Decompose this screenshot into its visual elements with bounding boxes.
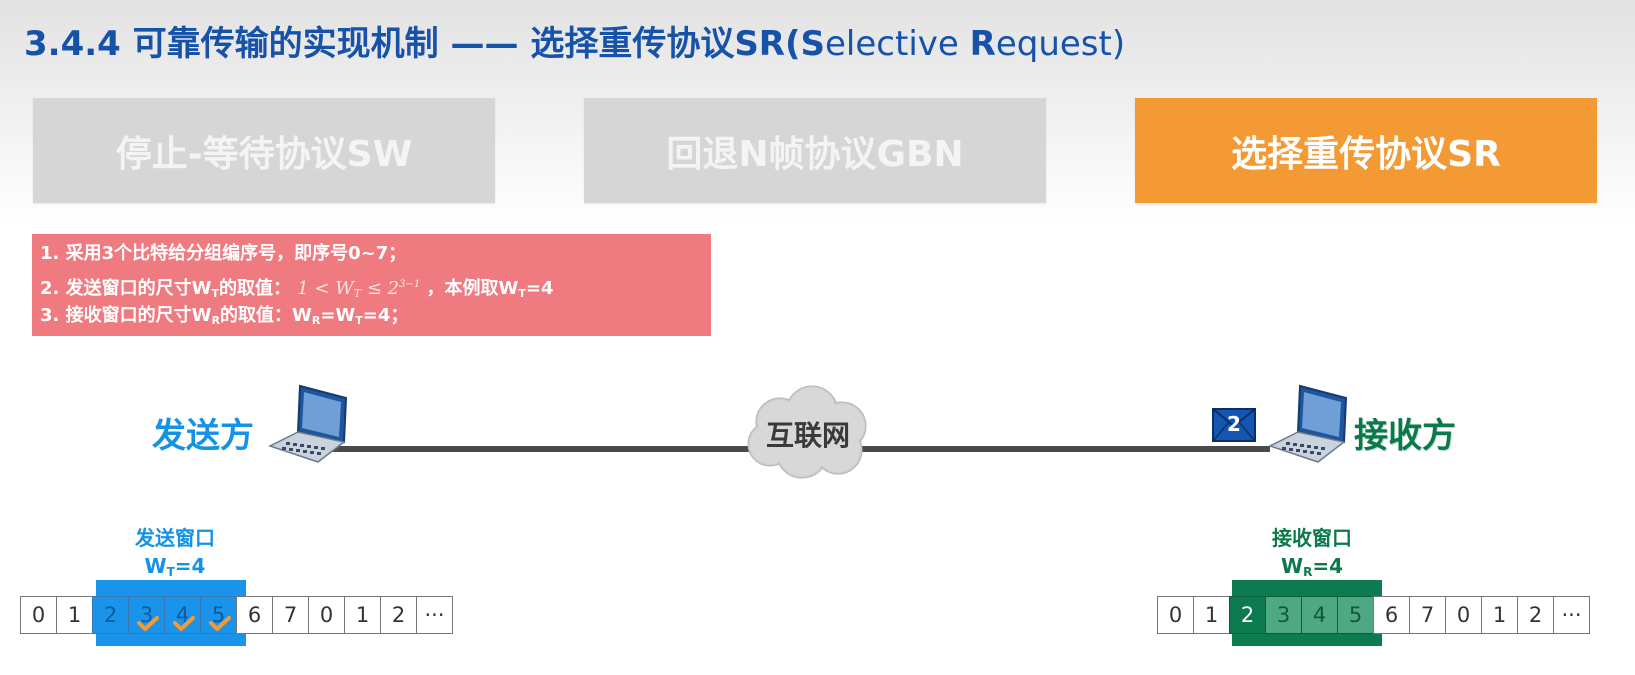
sequence-number: 1	[1492, 603, 1507, 627]
sequence-cell: 3	[1265, 596, 1302, 634]
sequence-cell: 5	[200, 596, 237, 634]
tab-sr-label: 选择重传协议SR	[1231, 133, 1501, 175]
sequence-cell: 0	[20, 596, 57, 634]
sequence-number: 7	[283, 603, 298, 627]
tab-gbn-label: 回退N帧协议GBN	[666, 133, 964, 175]
packet-envelope-icon: 2	[1212, 408, 1256, 442]
tab-gbn[interactable]: 回退N帧协议GBN	[584, 98, 1046, 203]
sequence-cell: ···	[1553, 596, 1590, 634]
sequence-number: 0	[31, 603, 46, 627]
internet-label: 互联网	[765, 419, 850, 452]
send-window-title: 发送窗口	[135, 526, 215, 550]
sequence-number: 0	[1456, 603, 1471, 627]
sequence-number: 0	[1168, 603, 1183, 627]
window-size-formula: 1 < WT ≤ 23−1	[297, 278, 421, 300]
page-title: 3.4.4 可靠传输的实现机制 —— 选择重传协议SR(Selective Re…	[24, 24, 1126, 64]
packet-number: 2	[1227, 412, 1241, 436]
sequence-cell: 7	[1409, 596, 1446, 634]
recv-window-label: 接收窗口 WR=4	[1232, 524, 1392, 586]
sender-label: 发送方	[152, 416, 254, 456]
sequence-cell: 2	[380, 596, 417, 634]
ack-check-icon	[173, 616, 195, 631]
tab-sw[interactable]: 停止-等待协议SW	[33, 98, 495, 203]
sequence-cell: 7	[272, 596, 309, 634]
recv-window-title: 接收窗口	[1272, 526, 1352, 550]
sequence-cell: 4	[164, 596, 201, 634]
sequence-cell: 0	[1157, 596, 1194, 634]
sequence-cell: 6	[1373, 596, 1410, 634]
sequence-number: 7	[1420, 603, 1435, 627]
sequence-number: 2	[1240, 603, 1255, 627]
sequence-number: 1	[1204, 603, 1219, 627]
ack-check-icon	[209, 616, 231, 631]
sequence-cell: 6	[236, 596, 273, 634]
tab-sw-label: 停止-等待协议SW	[115, 133, 413, 175]
sequence-number: 2	[391, 603, 406, 627]
sequence-cell: 0	[1445, 596, 1482, 634]
info-line-2: 2. 发送窗口的尺寸WT的取值： 1 < WT ≤ 23−1 ，本例取WT=4	[40, 278, 554, 300]
sequence-number: 0	[319, 603, 334, 627]
sequence-cell: 3	[128, 596, 165, 634]
sequence-number: 3	[139, 603, 154, 627]
sequence-number: 1	[67, 603, 82, 627]
send-window-label: 发送窗口 WT=4	[95, 524, 255, 586]
sequence-number: 2	[103, 603, 118, 627]
sequence-cell: 4	[1301, 596, 1338, 634]
internet-cloud-icon: 互联网	[740, 382, 876, 484]
sequence-number: ···	[1561, 603, 1582, 627]
sequence-number: 6	[247, 603, 262, 627]
sequence-number: 6	[1384, 603, 1399, 627]
sequence-number: 5	[1348, 603, 1363, 627]
sequence-cell: 1	[1193, 596, 1230, 634]
sequence-number: 2	[1528, 603, 1543, 627]
info-line-3: 3. 接收窗口的尺寸WR的取值：WR=WT=4；	[40, 305, 409, 327]
sequence-cell: 1	[56, 596, 93, 634]
sequence-cell: 2	[1517, 596, 1554, 634]
sequence-number: 4	[175, 603, 190, 627]
receiver-laptop-icon	[1268, 384, 1348, 463]
sequence-number: ···	[424, 603, 445, 627]
recv-window-size: WR=4	[1281, 554, 1343, 579]
ack-check-icon	[137, 616, 159, 631]
sequence-cell: 2	[92, 596, 129, 634]
sequence-cell: 1	[1481, 596, 1518, 634]
info-line-1: 1. 采用3个比特给分组编序号，即序号0~7；	[40, 243, 407, 264]
sequence-cell: ···	[416, 596, 453, 634]
sequence-number: 5	[211, 603, 226, 627]
receiver-label: 接收方	[1354, 416, 1456, 456]
sequence-cell: 5	[1337, 596, 1374, 634]
send-window-size: WT=4	[144, 554, 206, 579]
sequence-number: 1	[355, 603, 370, 627]
sequence-number: 4	[1312, 603, 1327, 627]
sequence-cell: 1	[344, 596, 381, 634]
tab-sr[interactable]: 选择重传协议SR	[1135, 98, 1597, 203]
sender-laptop-icon	[268, 384, 348, 463]
sequence-cell: 0	[308, 596, 345, 634]
sequence-cell: 2	[1229, 596, 1266, 634]
sequence-number: 3	[1276, 603, 1291, 627]
protocol-info-box: 1. 采用3个比特给分组编序号，即序号0~7； 2. 发送窗口的尺寸WT的取值：…	[32, 234, 711, 336]
